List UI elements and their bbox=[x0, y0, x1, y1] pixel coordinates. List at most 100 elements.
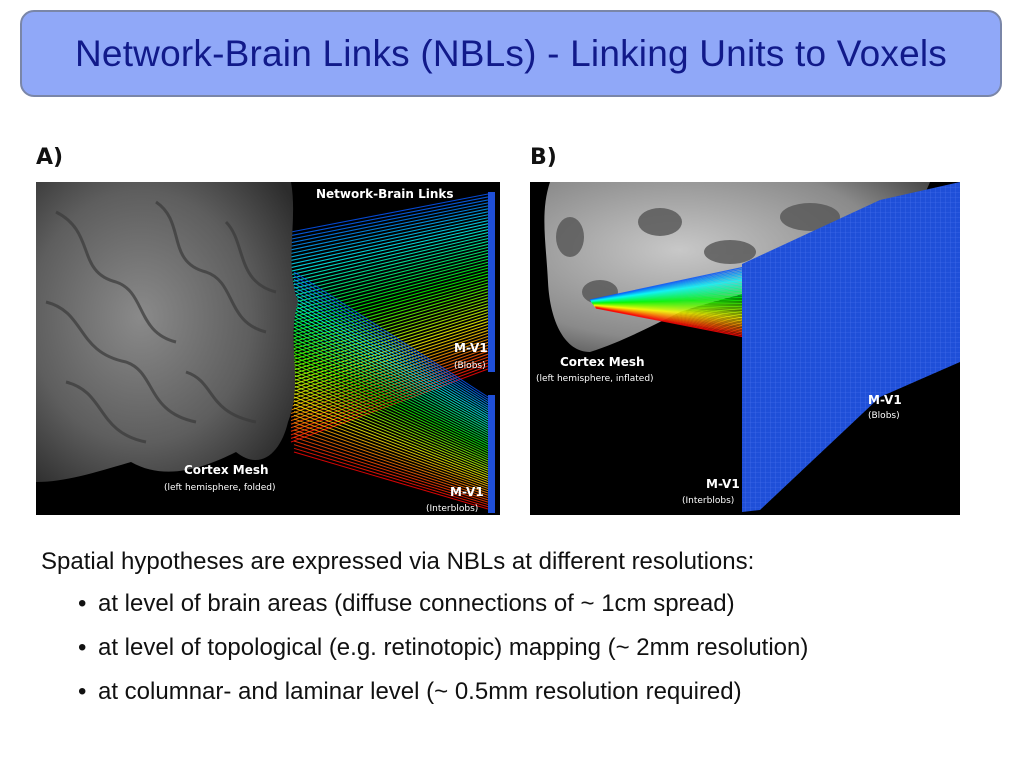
panel-b-illustration: Cortex Mesh (left hemisphere, inflated) … bbox=[536, 182, 960, 512]
link-line bbox=[293, 275, 489, 400]
link-line bbox=[293, 385, 489, 469]
link-line bbox=[293, 341, 489, 441]
a-mv1-blobs: M-V1 bbox=[454, 341, 488, 355]
cortex-patches bbox=[556, 203, 840, 304]
bullet-item: • at columnar- and laminar level (~ 0.5mm… bbox=[78, 678, 808, 706]
link-line bbox=[293, 300, 489, 416]
link-line bbox=[293, 407, 489, 483]
link-line bbox=[290, 196, 489, 237]
network-brain-links-b bbox=[589, 266, 746, 338]
link-line bbox=[293, 308, 489, 421]
link-line bbox=[293, 289, 489, 409]
link-line bbox=[290, 211, 489, 254]
bullet-dot-icon: • bbox=[78, 634, 87, 661]
bullet-list: • at level of brain areas (diffuse connec… bbox=[78, 590, 808, 722]
b-cortex-sub: (left hemisphere, inflated) bbox=[536, 374, 654, 384]
b-mv1-inter-sub: (Interblobs) bbox=[682, 496, 734, 506]
link-line bbox=[293, 414, 489, 487]
cortex-folds bbox=[45, 200, 277, 444]
link-line bbox=[293, 381, 489, 467]
link-line bbox=[293, 444, 489, 505]
link-line bbox=[293, 352, 489, 448]
bullet-text: at level of topological (e.g. retinotopi… bbox=[98, 634, 809, 661]
link-line bbox=[595, 307, 746, 338]
link-line bbox=[293, 411, 489, 485]
link-line bbox=[293, 322, 489, 430]
b-mv1-inter: M-V1 bbox=[706, 477, 740, 491]
panel-a-figure: Network-Brain Links M-V1 (Blobs) Cortex … bbox=[36, 182, 500, 515]
link-line bbox=[293, 433, 489, 499]
bullet-text: at level of brain areas (diffuse connect… bbox=[98, 590, 735, 617]
link-line bbox=[293, 447, 489, 508]
slide-title: Network-Brain Links (NBLs) - Linking Uni… bbox=[75, 32, 947, 74]
link-line bbox=[290, 234, 489, 283]
link-line bbox=[293, 429, 489, 496]
a-mv1-blobs-sub: (Blobs) bbox=[454, 361, 486, 371]
link-line bbox=[293, 440, 489, 503]
link-line bbox=[293, 356, 489, 451]
link-line bbox=[293, 422, 489, 492]
link-line bbox=[290, 220, 489, 265]
bullet-dot-icon: • bbox=[78, 590, 87, 617]
link-line bbox=[290, 217, 489, 262]
link-line bbox=[290, 199, 489, 240]
network-brain-links-a bbox=[290, 193, 489, 510]
link-line bbox=[290, 240, 489, 290]
a-cortex-sub: (left hemisphere, folded) bbox=[164, 483, 276, 493]
link-line bbox=[290, 246, 489, 297]
link-line bbox=[290, 237, 489, 286]
link-line bbox=[293, 337, 489, 439]
link-line bbox=[290, 232, 489, 279]
link-line bbox=[293, 378, 489, 464]
link-line bbox=[293, 400, 489, 478]
link-line bbox=[293, 396, 489, 476]
link-line bbox=[293, 304, 489, 419]
link-line bbox=[290, 214, 489, 258]
link-line bbox=[293, 286, 489, 407]
link-line bbox=[293, 425, 489, 494]
link-line bbox=[293, 278, 489, 402]
nbl-header: Network-Brain Links bbox=[316, 187, 454, 201]
link-line bbox=[290, 202, 489, 244]
link-line bbox=[293, 348, 489, 446]
link-line bbox=[293, 293, 489, 412]
b-mv1-blobs: M-V1 bbox=[868, 393, 902, 407]
link-line bbox=[290, 205, 489, 247]
a-cortex-label: Cortex Mesh bbox=[184, 463, 269, 477]
bullet-text: at columnar- and laminar level (~ 0.5mm … bbox=[98, 678, 742, 705]
link-line bbox=[293, 330, 489, 435]
a-mv1-inter-sub: (Interblobs) bbox=[426, 504, 478, 514]
link-line bbox=[290, 243, 489, 294]
link-line bbox=[293, 271, 489, 398]
link-line bbox=[293, 311, 489, 423]
link-line bbox=[290, 229, 489, 276]
b-cortex-label: Cortex Mesh bbox=[560, 355, 645, 369]
link-line bbox=[293, 436, 489, 501]
panel-a-illustration: Network-Brain Links M-V1 (Blobs) Cortex … bbox=[36, 182, 495, 514]
bullet-item: • at level of brain areas (diffuse connec… bbox=[78, 590, 808, 618]
link-line bbox=[293, 370, 489, 460]
intro-text: Spatial hypotheses are expressed via NBL… bbox=[41, 548, 755, 575]
mv1-interblobs-plane bbox=[742, 200, 880, 512]
title-banner: Network-Brain Links (NBLs) - Linking Uni… bbox=[20, 10, 1002, 97]
bullet-dot-icon: • bbox=[78, 678, 87, 705]
link-line bbox=[290, 208, 489, 251]
mv1-interblobs-bar bbox=[488, 395, 495, 513]
link-line bbox=[293, 334, 489, 437]
link-line bbox=[293, 363, 489, 455]
link-line bbox=[293, 374, 489, 462]
link-line bbox=[290, 193, 489, 233]
link-line bbox=[293, 359, 489, 453]
link-line bbox=[290, 223, 489, 269]
panel-b-label: B) bbox=[530, 145, 557, 170]
link-line bbox=[293, 367, 489, 457]
link-line bbox=[293, 282, 489, 405]
link-line bbox=[293, 326, 489, 432]
link-line bbox=[293, 389, 489, 471]
link-line bbox=[293, 319, 489, 428]
a-mv1-inter: M-V1 bbox=[450, 485, 484, 499]
link-line bbox=[293, 403, 489, 480]
link-line bbox=[293, 297, 489, 414]
cortex-mesh-folded bbox=[36, 182, 298, 482]
link-line bbox=[293, 345, 489, 444]
